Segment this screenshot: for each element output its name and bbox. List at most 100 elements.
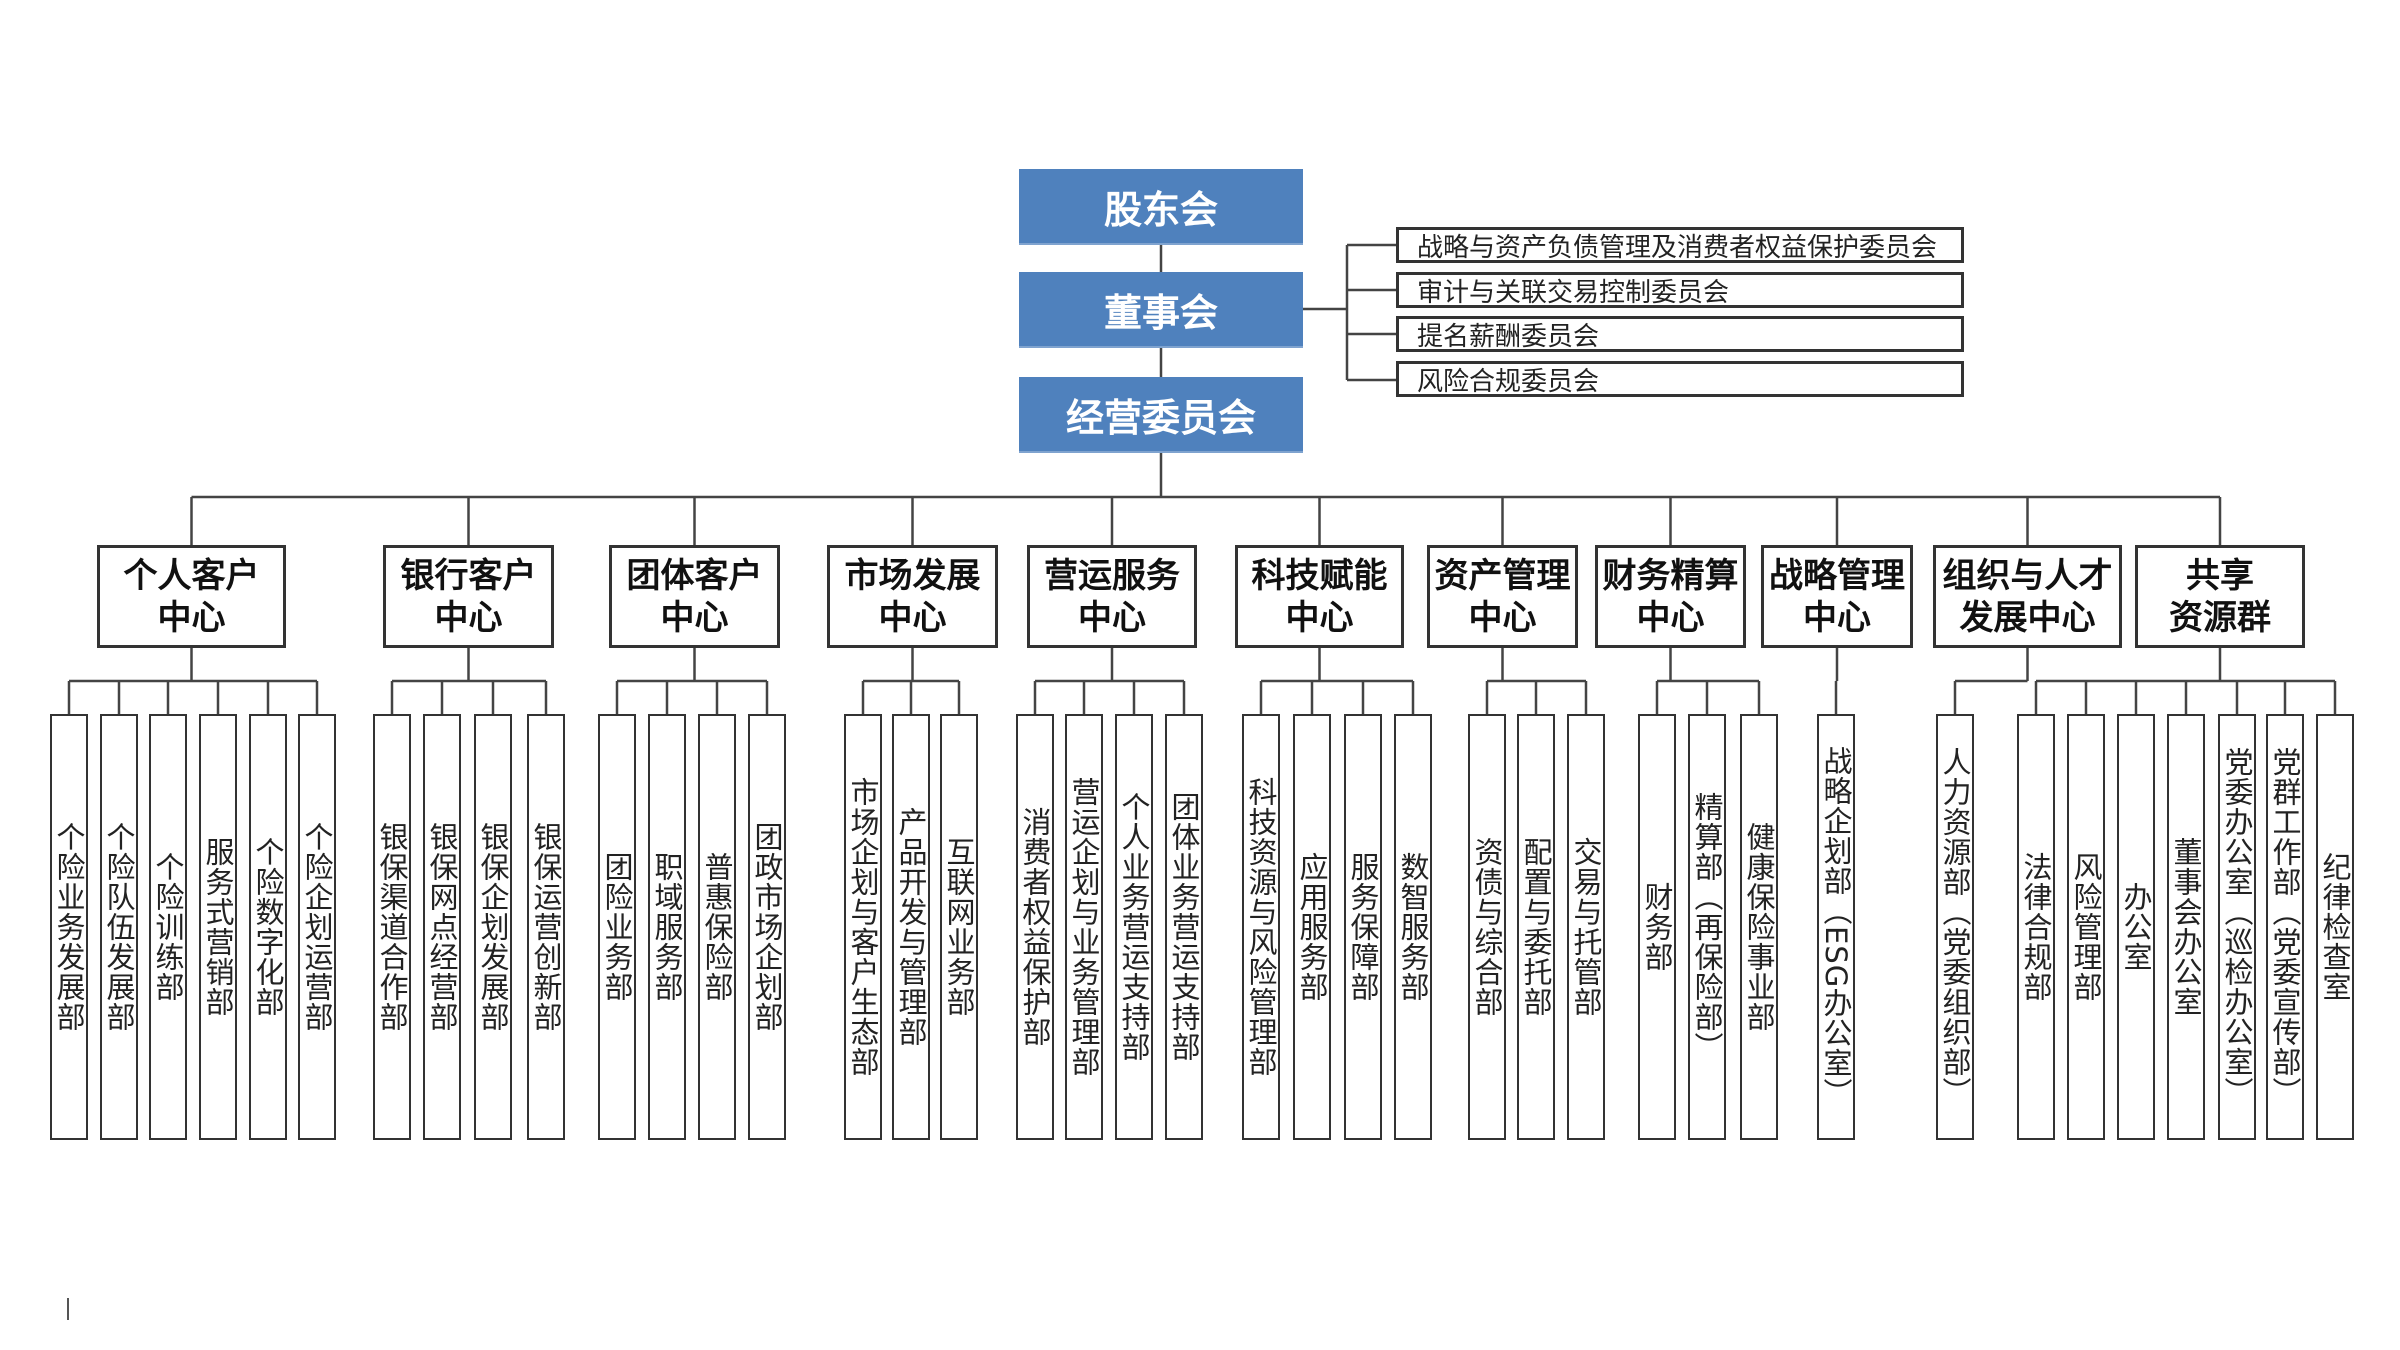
department-box: 资债与综合部 [1468,714,1506,1140]
department-label: 产品开发与管理部 [894,807,928,1047]
department-label: 消费者权益保护部 [1018,807,1052,1047]
department-box: 银保渠道合作部 [373,714,411,1140]
department-label: 数智服务部 [1396,852,1430,1002]
department-box: 财务部 [1638,714,1676,1140]
department-box: 战略企划部（ESG办公室） [1817,714,1855,1140]
department-label: 服务式营销部 [201,837,235,1017]
department-label: 银保渠道合作部 [375,822,409,1032]
department-label: 科技资源与风险管理部 [1244,777,1278,1077]
department-label: 人力资源部（党委组织部） [1938,747,1972,1107]
department-box: 产品开发与管理部 [892,714,930,1140]
department-box: 营运企划与业务管理部 [1065,714,1103,1140]
department-box: 董事会办公室 [2167,714,2205,1140]
center-name-line1: 战略管理 [1769,555,1905,596]
committee-box: 风险合规委员会 [1396,361,1964,397]
department-label: 普惠保险部 [700,852,734,1002]
department-label: 配置与委托部 [1519,837,1553,1017]
department-label: 健康保险事业部 [1742,822,1776,1032]
committee-box: 审计与关联交易控制委员会 [1396,272,1964,308]
department-box: 服务保障部 [1344,714,1382,1140]
executive-committee-box: 经营委员会 [1019,377,1303,453]
department-label: 银保网点经营部 [425,822,459,1032]
department-box: 消费者权益保护部 [1016,714,1054,1140]
center-box: 共享资源群 [2135,545,2305,648]
department-label: 银保运营创新部 [529,822,563,1032]
committee-label: 审计与关联交易控制委员会 [1417,277,1730,308]
department-box: 个险数字化部 [249,714,287,1140]
department-box: 服务式营销部 [199,714,237,1140]
department-label: 精算部（再保险部） [1690,792,1724,1062]
department-box: 职域服务部 [648,714,686,1140]
department-label: 应用服务部 [1295,852,1329,1002]
department-label: 个险数字化部 [251,837,285,1017]
center-name-line1: 营运服务 [1044,555,1180,596]
department-label: 办公室 [2119,882,2153,972]
center-name-line2: 发展中心 [1959,597,2096,638]
center-name-line2: 中心 [1636,597,1705,638]
center-name-line2: 中心 [157,597,226,638]
department-box: 团险业务部 [598,714,636,1140]
department-label: 团险业务部 [600,852,634,1002]
center-name-line1: 资产管理 [1434,555,1571,596]
department-box: 个险业务发展部 [50,714,88,1140]
center-box: 市场发展中心 [827,545,998,648]
department-box: 应用服务部 [1293,714,1331,1140]
department-label: 风险管理部 [2069,852,2103,1002]
department-box: 党委办公室（巡检办公室） [2218,714,2256,1140]
department-label: 纪律检查室 [2318,852,2352,1002]
center-name-line2: 中心 [1803,597,1871,638]
center-box: 科技赋能中心 [1235,545,1404,648]
center-name-line1: 科技赋能 [1251,555,1388,596]
department-label: 个人业务营运支持部 [1117,792,1151,1062]
department-box: 个人业务营运支持部 [1115,714,1153,1140]
center-name-line1: 共享 [2186,555,2254,596]
shareholders-meeting-box: 股东会 [1019,169,1303,245]
department-label: 营运企划与业务管理部 [1067,777,1101,1077]
department-box: 精算部（再保险部） [1688,714,1726,1140]
department-box: 风险管理部 [2067,714,2105,1140]
department-label: 职域服务部 [650,852,684,1002]
department-label: 党委办公室（巡检办公室） [2220,747,2254,1107]
department-box: 团政市场企划部 [748,714,786,1140]
department-box: 互联网业务部 [940,714,978,1140]
center-name-line2: 中心 [878,597,947,638]
department-box: 纪律检查室 [2316,714,2354,1140]
department-label: 团体业务营运支持部 [1167,792,1201,1062]
executive-committee-label: 经营委员会 [1065,395,1256,440]
department-box: 交易与托管部 [1567,714,1605,1140]
center-name-line2: 资源群 [2169,597,2271,638]
center-name-line1: 银行客户 [400,555,537,596]
department-label: 党群工作部（党委宣传部） [2268,747,2302,1107]
committee-label: 风险合规委员会 [1417,366,1600,397]
department-box: 银保企划发展部 [474,714,512,1140]
department-label: 财务部 [1640,882,1674,972]
center-name-line2: 中心 [1285,597,1354,638]
page-marker [67,1298,69,1320]
center-box: 银行客户中心 [383,545,554,648]
department-box: 办公室 [2117,714,2155,1140]
center-name-line1: 个人客户 [123,555,260,596]
board-of-directors-box: 董事会 [1019,272,1303,348]
center-box: 营运服务中心 [1027,545,1197,648]
center-name-line1: 市场发展 [844,555,981,596]
department-label: 个险训练部 [151,852,185,1002]
center-name-line2: 中心 [660,597,729,638]
department-label: 董事会办公室 [2169,837,2203,1017]
shareholders-label: 股东会 [1103,187,1218,232]
center-box: 团体客户中心 [609,545,780,648]
department-box: 个险队伍发展部 [100,714,138,1140]
department-label: 个险队伍发展部 [102,822,136,1032]
department-box: 法律合规部 [2017,714,2055,1140]
department-box: 党群工作部（党委宣传部） [2266,714,2304,1140]
center-box: 战略管理中心 [1761,545,1913,648]
department-box: 团体业务营运支持部 [1165,714,1203,1140]
department-box: 科技资源与风险管理部 [1242,714,1280,1140]
department-label: 个险企划运营部 [300,822,334,1032]
department-label: 互联网业务部 [942,837,976,1017]
center-name-line1: 组织与人才 [1942,555,2113,596]
department-box: 银保网点经营部 [423,714,461,1140]
department-label: 服务保障部 [1346,852,1380,1002]
department-label: 战略企划部（ESG办公室） [1819,745,1853,1109]
department-box: 配置与委托部 [1517,714,1555,1140]
center-box: 个人客户中心 [97,545,286,648]
